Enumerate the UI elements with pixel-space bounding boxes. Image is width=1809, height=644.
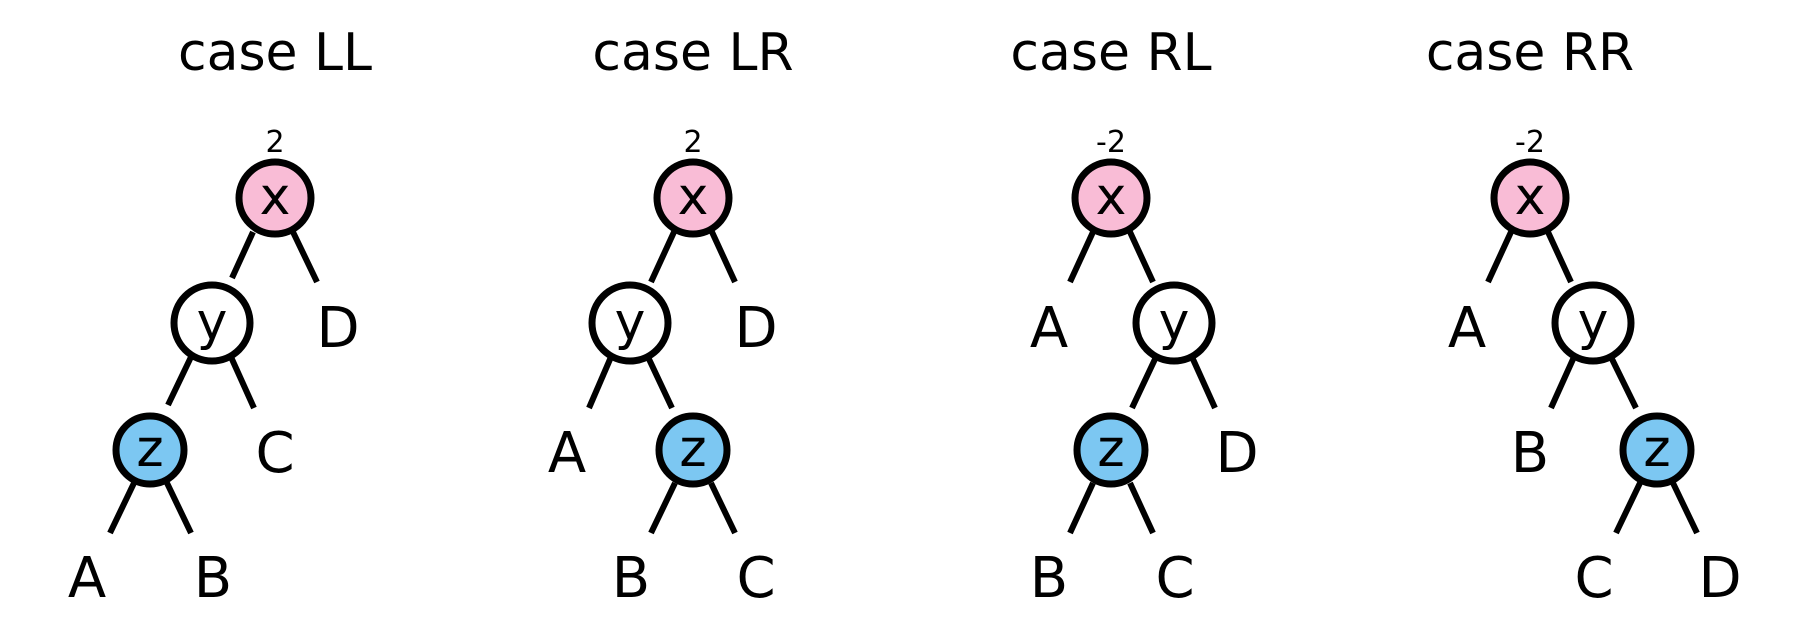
case-ll-edge-z-a xyxy=(107,481,137,535)
case-ll-node-y xyxy=(170,281,254,365)
case-rl-leaf-b: B xyxy=(1030,546,1068,611)
case-ll-node-x-label: x xyxy=(260,167,291,227)
case-lr-diagram: case LR 2 x y z D A B C xyxy=(548,23,794,611)
case-rl-edge-z-b xyxy=(1067,481,1096,535)
case-rl-node-y-label: y xyxy=(1159,292,1190,352)
case-rl-edge-z-c xyxy=(1127,481,1156,535)
case-lr-edge-y-a xyxy=(586,355,614,410)
case-rr-node-y-label: y xyxy=(1578,292,1609,352)
case-rl-leaf-a: A xyxy=(1030,296,1068,361)
case-rl-edge-x-a xyxy=(1067,230,1096,284)
case-rl-node-x-label: x xyxy=(1096,167,1127,227)
case-ll-edge-z-b xyxy=(164,481,194,535)
case-rl-diagram: case RL -2 x y z A D B C xyxy=(1010,23,1258,611)
case-ll-leaf-d: D xyxy=(316,296,359,361)
case-lr-edge-x-d xyxy=(709,230,738,284)
case-rl-node-y xyxy=(1132,281,1216,365)
case-ll-node-z xyxy=(112,412,188,488)
case-ll-edge-y-c xyxy=(228,355,257,410)
case-rr-edge-z-d xyxy=(1670,481,1700,535)
case-rr-leaf-a: A xyxy=(1448,296,1486,361)
case-ll-node-y-label: y xyxy=(197,292,228,352)
case-lr-leaf-a: A xyxy=(548,421,586,486)
case-lr-node-x xyxy=(653,158,733,238)
case-lr-node-z-label: z xyxy=(679,419,706,479)
case-ll-balance-factor: 2 xyxy=(265,125,284,160)
case-rl-leaf-d: D xyxy=(1215,421,1258,486)
case-lr-balance-factor: 2 xyxy=(683,125,702,160)
case-lr-edge-x-y xyxy=(648,230,677,284)
case-rr-node-x xyxy=(1490,158,1570,238)
case-rr-balance-factor: -2 xyxy=(1515,125,1545,160)
case-rl-edge-x-y xyxy=(1127,230,1156,284)
case-lr-edge-z-c xyxy=(708,481,738,535)
case-rr-node-z-label: z xyxy=(1643,419,1670,479)
case-rl-node-z xyxy=(1073,412,1149,488)
case-rr-edge-x-a xyxy=(1485,230,1514,284)
case-ll-leaf-b: B xyxy=(194,546,232,611)
case-rr-edge-x-y xyxy=(1545,230,1574,284)
case-ll-leaf-a: A xyxy=(68,546,106,611)
case-lr-edge-z-b xyxy=(648,481,678,535)
case-ll-edge-x-y xyxy=(229,230,256,280)
case-lr-node-x-label: x xyxy=(678,167,709,227)
case-rr-title: case RR xyxy=(1426,23,1634,83)
case-ll-diagram: case LL 2 x y z D C A B xyxy=(68,23,372,611)
case-rr-leaf-d: D xyxy=(1698,546,1741,611)
case-ll-title: case LL xyxy=(178,23,372,83)
case-rl-title: case RL xyxy=(1010,23,1211,83)
case-rl-node-x xyxy=(1071,158,1151,238)
case-lr-leaf-c: C xyxy=(736,546,775,611)
case-rl-leaf-c: C xyxy=(1155,546,1194,611)
case-lr-title: case LR xyxy=(592,23,793,83)
case-rr-node-x-label: x xyxy=(1515,167,1546,227)
case-rl-balance-factor: -2 xyxy=(1096,125,1126,160)
case-rl-edge-y-d xyxy=(1189,355,1218,410)
case-lr-leaf-b: B xyxy=(612,546,650,611)
case-rl-edge-y-z xyxy=(1129,355,1159,410)
case-lr-leaf-d: D xyxy=(734,296,777,361)
case-rr-diagram: case RR -2 x y z A B C D xyxy=(1426,23,1742,611)
case-rr-leaf-b: B xyxy=(1511,421,1549,486)
case-ll-node-z-label: z xyxy=(136,419,163,479)
case-rr-edge-z-c xyxy=(1613,481,1643,535)
case-lr-node-z xyxy=(655,412,731,488)
case-rr-node-z xyxy=(1619,412,1695,488)
case-rl-node-z-label: z xyxy=(1097,419,1124,479)
case-lr-node-y xyxy=(588,281,672,365)
case-lr-node-y-label: y xyxy=(615,292,646,352)
case-ll-leaf-c: C xyxy=(255,421,294,486)
case-ll-node-x xyxy=(235,158,315,238)
case-lr-edge-y-z xyxy=(645,355,675,410)
case-ll-edge-x-d xyxy=(290,230,320,284)
case-rr-leaf-c: C xyxy=(1574,546,1613,611)
case-ll-edge-y-z xyxy=(165,355,194,407)
case-rr-node-y xyxy=(1551,281,1635,365)
case-rr-edge-y-b xyxy=(1548,355,1577,410)
case-rr-edge-y-z xyxy=(1608,355,1639,410)
